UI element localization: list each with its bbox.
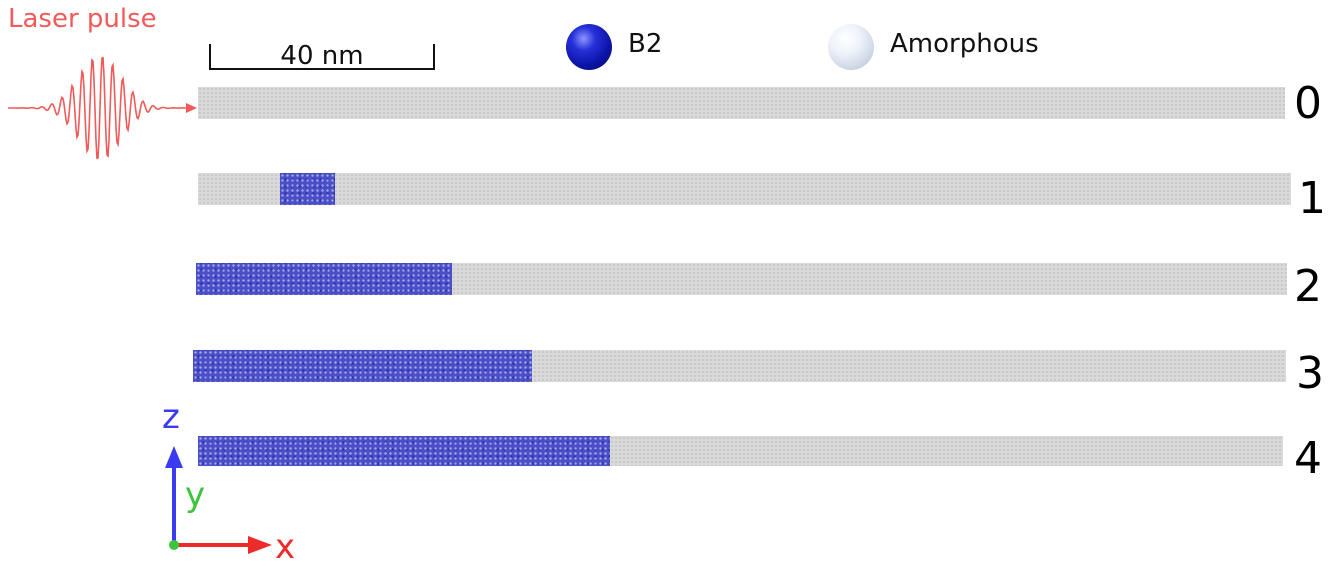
- sample-strip-frame-4: [198, 436, 1283, 466]
- b2-region: [193, 350, 532, 382]
- frame-number-0: 0: [1294, 78, 1322, 129]
- b2-sphere-icon: [566, 24, 612, 70]
- x-axis-arrowhead: [248, 536, 272, 554]
- b2-region: [279, 173, 335, 205]
- z-axis-arrowhead: [165, 446, 183, 468]
- b2-region: [198, 436, 611, 466]
- frame-number-3: 3: [1296, 348, 1324, 399]
- laser-arrowhead: [186, 103, 197, 113]
- y-axis-label: y: [185, 475, 206, 515]
- scale-bar: [209, 44, 435, 70]
- sample-strip-frame-0: [198, 87, 1285, 119]
- laser-pulse-waveform-icon: [8, 56, 197, 160]
- laser-pulse-label: Laser pulse: [8, 4, 157, 34]
- sample-strip-frame-3: [193, 350, 1286, 382]
- b2-region: [196, 263, 453, 295]
- sample-strip-frame-2: [196, 263, 1287, 295]
- sample-strip-frame-1: [198, 173, 1291, 205]
- coordinate-axes-icon: [165, 446, 272, 554]
- z-axis-label: z: [162, 397, 180, 437]
- frame-number-4: 4: [1294, 433, 1322, 484]
- frame-number-1: 1: [1298, 173, 1326, 224]
- y-axis-dot: [169, 540, 179, 550]
- x-axis-label: x: [275, 527, 296, 567]
- amorphous-sphere-icon: [828, 24, 874, 70]
- frame-number-2: 2: [1294, 261, 1322, 312]
- laser-wave-path: [8, 56, 192, 160]
- legend-label-amorphous: Amorphous: [890, 29, 1039, 59]
- scale-bar-label: 40 nm: [280, 41, 364, 71]
- legend-label-b2: B2: [628, 29, 663, 59]
